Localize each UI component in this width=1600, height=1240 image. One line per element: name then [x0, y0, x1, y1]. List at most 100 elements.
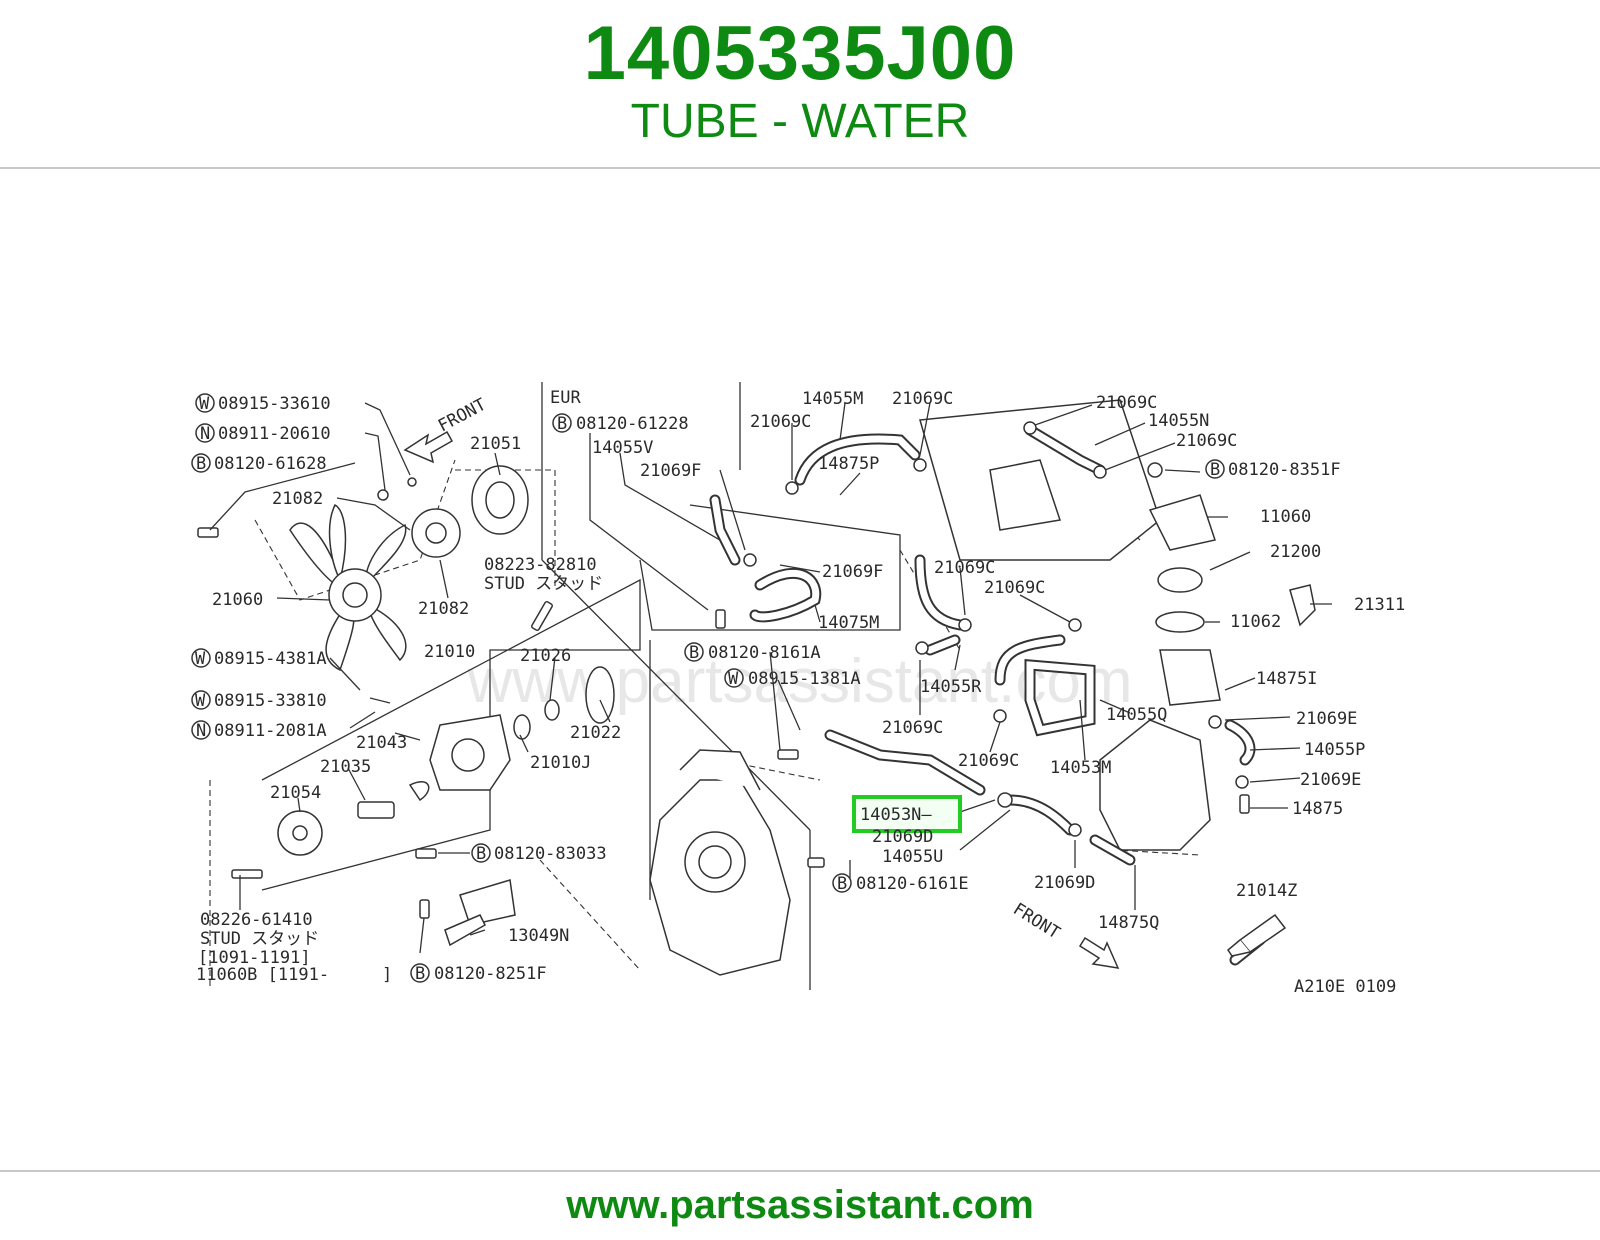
label-14055u: 14055U	[882, 847, 943, 867]
front-label-top: FRONT	[435, 395, 490, 437]
part-name-subtitle: TUBE - WATER	[630, 95, 970, 148]
prefix-markers: W N B W W N B B B B B W B	[191, 393, 1225, 984]
section-dividers	[261, 382, 901, 990]
label-08120-61628: 08120-61628	[214, 454, 327, 474]
label-21069c-g: 21069C	[882, 718, 943, 738]
prefix-w: W	[195, 649, 206, 669]
label-08911-2081a: 08911-2081A	[214, 721, 327, 741]
sealant-tube	[1227, 913, 1287, 957]
label-08915-4381a: 08915-4381A	[214, 649, 327, 669]
prefix-b: B	[1210, 460, 1220, 480]
label-14055q: 14055Q	[1106, 705, 1167, 725]
prefix-w: W	[195, 691, 206, 711]
label-13049n: 13049N	[508, 926, 569, 946]
diagram-code: A210E 0109	[1294, 977, 1396, 997]
label-21069c-e: 21069C	[934, 558, 995, 578]
prefix-n: N	[200, 424, 210, 444]
label-stud-1: STUD スタッド	[484, 574, 603, 594]
label-21014z: 21014Z	[1236, 881, 1297, 901]
part-labels: 08915-33610 08911-20610 08120-61628 2108…	[196, 388, 1405, 997]
label-21069c-d: 21069C	[1176, 431, 1237, 451]
part-number-title: 1405335J00	[583, 11, 1017, 96]
label-21069d-b: 21069D	[1034, 873, 1095, 893]
label-08915-1381a: 08915-1381A	[748, 669, 861, 689]
label-range-2: 11060B [1191-	[196, 965, 329, 985]
label-eur: EUR	[550, 388, 581, 408]
label-21035: 21035	[320, 757, 371, 777]
label-21060: 21060	[212, 590, 263, 610]
label-21069f-bottom: 21069F	[822, 562, 883, 582]
page-header: 1405335J00 TUBE - WATER	[0, 0, 1600, 168]
label-14055v: 14055V	[592, 438, 653, 458]
prefix-b: B	[557, 414, 567, 434]
label-08120-6161e: 08120-6161E	[856, 874, 969, 894]
header-divider	[0, 167, 1600, 169]
prefix-w: W	[728, 669, 739, 689]
highlighted-part-label[interactable]: 14053N—	[860, 805, 932, 825]
label-08226-61410: 08226-61410	[200, 910, 313, 930]
label-21069d-a: 21069D	[872, 827, 933, 847]
front-label-bottom: FRONT	[1009, 899, 1063, 943]
diagram-watermark: www.partsassistant.com	[467, 647, 1133, 716]
label-08120-83033: 08120-83033	[494, 844, 607, 864]
label-21069c-h: 21069C	[958, 751, 1019, 771]
label-21082-bottom: 21082	[418, 599, 469, 619]
hoses	[709, 424, 1266, 966]
label-14055m: 14055M	[802, 389, 863, 409]
footer-divider	[0, 1170, 1600, 1172]
label-21022: 21022	[570, 723, 621, 743]
label-08120-8351f: 08120-8351F	[1228, 460, 1341, 480]
label-range-1: [1091-1191]	[198, 948, 311, 968]
label-14053m: 14053M	[1050, 758, 1111, 778]
label-21200: 21200	[1270, 542, 1321, 562]
label-14875q: 14875Q	[1098, 913, 1159, 933]
label-21069e-a: 21069E	[1296, 709, 1357, 729]
label-21069c-c: 21069C	[1096, 393, 1157, 413]
thermostat-housing	[1147, 462, 1316, 706]
prefix-b: B	[837, 874, 847, 894]
label-08915-33610: 08915-33610	[218, 394, 331, 414]
label-14075m: 14075M	[818, 613, 879, 633]
label-21043: 21043	[356, 733, 407, 753]
label-21311: 21311	[1354, 595, 1405, 615]
highlighted-part-box[interactable]	[852, 795, 962, 833]
label-21054: 21054	[270, 783, 321, 803]
label-21026: 21026	[520, 646, 571, 666]
label-08120-61228: 08120-61228	[576, 414, 689, 434]
label-21051: 21051	[470, 434, 521, 454]
label-21069f-top: 21069F	[640, 461, 701, 481]
front-arrow-bottom: FRONT	[1009, 899, 1120, 969]
label-08120-8161a: 08120-8161A	[708, 643, 821, 663]
label-21069e-b: 21069E	[1300, 770, 1361, 790]
label-14875: 14875	[1292, 799, 1343, 819]
label-08223-82810: 08223-82810	[484, 555, 597, 575]
label-14875p: 14875P	[818, 454, 879, 474]
prefix-b: B	[415, 964, 425, 984]
label-stud-2: STUD スタッド	[200, 929, 319, 949]
label-08915-33810: 08915-33810	[214, 691, 327, 711]
label-range-2-end: ]	[382, 965, 392, 985]
fan-assembly	[289, 465, 529, 672]
footer-website[interactable]: www.partsassistant.com	[566, 1183, 1034, 1227]
label-11062: 11062	[1230, 612, 1281, 632]
label-14875i: 14875I	[1256, 669, 1317, 689]
label-08120-8251f: 08120-8251F	[434, 964, 547, 984]
prefix-b: B	[476, 844, 486, 864]
leader-lines	[209, 402, 1332, 954]
label-21069c-a: 21069C	[892, 389, 953, 409]
label-11060: 11060	[1260, 507, 1311, 527]
parts-diagram: www.partsassistant.com FRONT FRONT	[191, 382, 1405, 997]
prefix-w: W	[199, 394, 210, 414]
label-21010j: 21010J	[530, 753, 591, 773]
label-21069c-b: 21069C	[750, 412, 811, 432]
label-21082-top: 21082	[272, 489, 323, 509]
label-21010: 21010	[424, 642, 475, 662]
label-14055n: 14055N	[1148, 411, 1209, 431]
prefix-b: B	[196, 454, 206, 474]
water-pump-assembly	[277, 666, 615, 947]
engine-block	[649, 399, 1211, 976]
label-08911-20610: 08911-20610	[218, 424, 331, 444]
label-21069c-f: 21069C	[984, 578, 1045, 598]
prefix-b: B	[689, 643, 699, 663]
prefix-n: N	[196, 721, 206, 741]
